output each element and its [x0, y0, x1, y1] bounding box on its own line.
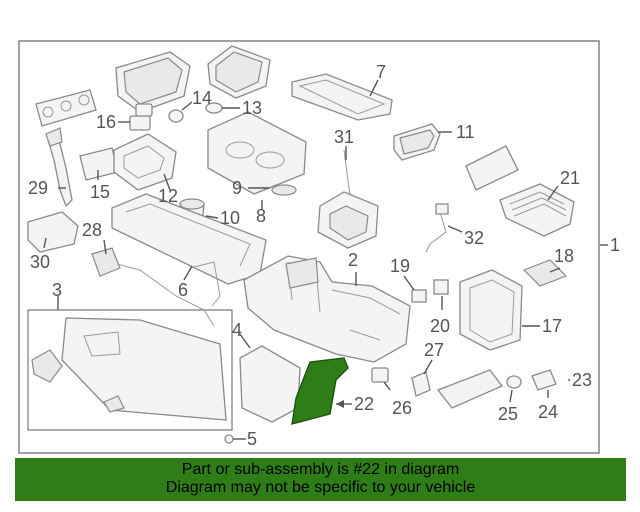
callout-2: 2 — [348, 250, 358, 270]
callout-9: 9 — [232, 178, 242, 198]
callout-13: 13 — [242, 98, 262, 118]
side-panel-3 — [31, 317, 227, 421]
bezel-11 — [393, 123, 441, 161]
knob-14 — [168, 109, 184, 123]
harness-32 — [425, 203, 449, 253]
climate-control-12 — [113, 133, 177, 191]
seal-9 — [271, 184, 297, 196]
clip-19 — [411, 289, 427, 303]
storage-bin-17 — [459, 269, 523, 351]
clip-20 — [433, 279, 449, 295]
callout-14: 14 — [192, 88, 212, 108]
callout-19: 19 — [390, 256, 410, 276]
callout-4: 4 — [232, 320, 242, 340]
banner-line-1: Part or sub-assembly is #22 in diagram — [181, 461, 460, 478]
part-22-highlighted — [291, 357, 349, 425]
console-front-6 — [111, 193, 267, 307]
callout-27: 27 — [424, 340, 444, 360]
switch-assembly-15 — [79, 147, 119, 181]
shifter-31 — [317, 149, 379, 249]
callout-8: 8 — [256, 206, 266, 226]
callout-10: 10 — [220, 208, 240, 228]
callout-7: 7 — [376, 62, 386, 82]
callout-17: 17 — [542, 316, 562, 336]
callout-1: 1 — [610, 235, 620, 255]
callout-21: 21 — [560, 168, 580, 188]
callout-3: 3 — [52, 280, 62, 300]
diagram-frame — [18, 40, 600, 454]
shifter-lever-29 — [45, 127, 73, 208]
callout-15: 15 — [90, 182, 110, 202]
sub-assembly-3-box — [27, 309, 233, 431]
usb-panel-23 — [436, 369, 504, 409]
callout-20: 20 — [430, 316, 450, 336]
callout-26: 26 — [392, 398, 412, 418]
display-bezel — [207, 45, 271, 99]
callout-23: 23 — [572, 370, 592, 390]
grommet-27 — [411, 371, 431, 397]
callout-25: 25 — [498, 404, 518, 424]
switch-16 — [129, 103, 153, 131]
bracket-28 — [91, 247, 215, 327]
leader-lines — [43, 79, 608, 440]
info-banner: Part or sub-assembly is #22 in diagram D… — [15, 458, 626, 501]
lid-7 — [291, 73, 393, 121]
mat-18 — [522, 259, 568, 287]
cupholder-insert-8 — [207, 111, 307, 195]
console-body-2 — [243, 255, 411, 363]
callout-22: 22 — [354, 394, 374, 414]
ring-5 — [224, 434, 234, 444]
callout-12: 12 — [158, 186, 178, 206]
panel-4 — [239, 345, 301, 423]
callout-31: 31 — [334, 127, 354, 147]
callout-24: 24 — [538, 402, 558, 422]
callout-11: 11 — [456, 122, 475, 142]
jack-25 — [506, 375, 522, 389]
upper-trim-bezel — [115, 51, 191, 113]
socket-24 — [531, 369, 557, 391]
trim-panel-30 — [27, 211, 79, 253]
banner-line-2: Diagram may not be specific to your vehi… — [165, 479, 476, 496]
callout-29: 29 — [28, 178, 48, 198]
callout-18: 18 — [554, 246, 574, 266]
armrest-21 — [465, 145, 575, 237]
callout-16: 16 — [96, 112, 116, 132]
callout-labels: 1 2 3 4 5 6 7 8 9 10 11 12 13 14 15 16 1… — [28, 62, 620, 449]
callout-28: 28 — [82, 220, 102, 240]
clip-26 — [371, 367, 389, 383]
parts-diagram: 1 2 3 4 5 6 7 8 9 10 11 12 13 14 15 16 1… — [18, 40, 620, 454]
callout-32: 32 — [464, 228, 484, 248]
callout-6: 6 — [178, 280, 188, 300]
callout-5: 5 — [247, 429, 257, 449]
callout-30: 30 — [30, 252, 50, 272]
control-panel — [35, 89, 97, 127]
